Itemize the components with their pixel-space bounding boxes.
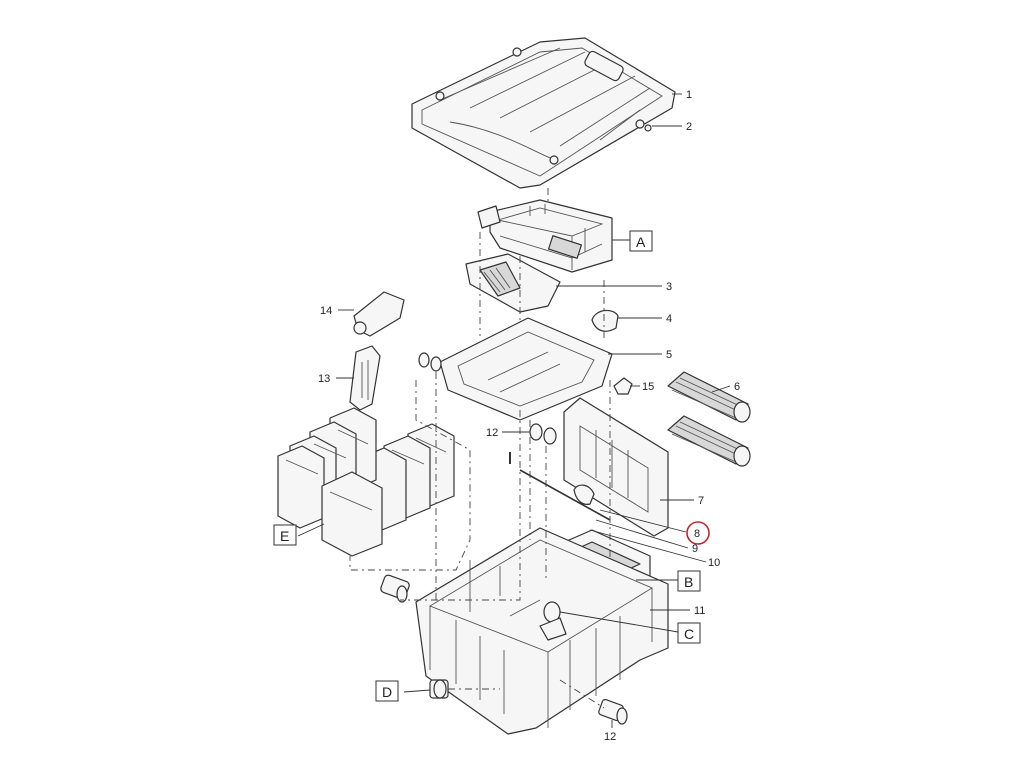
clip-part-15 [613, 377, 633, 395]
rod-part-9 [519, 469, 611, 521]
callout-8-highlight-ring [686, 521, 710, 545]
callout-3: 3 [666, 281, 672, 293]
holder-part-13 [349, 345, 381, 411]
assembly-guide-lines [349, 188, 611, 709]
letter-b: B [684, 574, 693, 590]
letter-box-e: E [273, 524, 297, 546]
callout-10: 10 [708, 557, 720, 569]
lid-part-1 [411, 37, 676, 189]
letter-d: D [382, 684, 392, 700]
letter-box-d: D [375, 680, 399, 702]
callout-labels: 1 2 3 4 5 6 7 8 9 10 11 12 12 13 14 15 [318, 89, 740, 743]
hose-connector-upper [380, 574, 410, 603]
seal-rings-part-12 [418, 352, 557, 445]
callout-15: 15 [642, 381, 654, 393]
filter-tray-part-3 [465, 253, 561, 313]
callout-12-upper: 12 [486, 427, 498, 439]
callout-1: 1 [686, 89, 692, 101]
top-unit-assembly-a [477, 199, 613, 273]
callout-5: 5 [666, 349, 672, 361]
filter-brush-part-6-lower [667, 415, 751, 467]
callout-7: 7 [698, 495, 704, 507]
callout-2: 2 [686, 121, 692, 133]
filter-sponges-e [277, 407, 455, 557]
callout-11: 11 [694, 605, 705, 617]
leader-lines [297, 93, 731, 728]
knob-part-4 [591, 309, 619, 332]
letter-box-a: A [629, 230, 653, 252]
callout-12-lower: 12 [604, 731, 616, 743]
letter-e: E [280, 528, 289, 544]
separator-plate-part-7 [563, 397, 669, 537]
callout-8: 8 [694, 528, 700, 540]
callout-4: 4 [666, 313, 672, 325]
indicator-part-14 [353, 291, 405, 337]
letter-box-b: B [677, 570, 701, 592]
letter-a: A [636, 234, 646, 250]
letter-c: C [684, 626, 694, 642]
hose-connector-d [429, 679, 449, 699]
letter-box-c: C [677, 622, 701, 644]
callout-9: 9 [692, 543, 698, 555]
housing-part-11 [415, 527, 669, 735]
callout-13: 13 [318, 373, 330, 385]
callout-14: 14 [320, 305, 332, 317]
connector-c [539, 601, 567, 641]
hose-connector-part-12-bottom [598, 698, 628, 725]
filter-brush-part-6-upper [667, 371, 751, 423]
frame-part-5 [439, 317, 613, 421]
callout-6: 6 [734, 381, 740, 393]
